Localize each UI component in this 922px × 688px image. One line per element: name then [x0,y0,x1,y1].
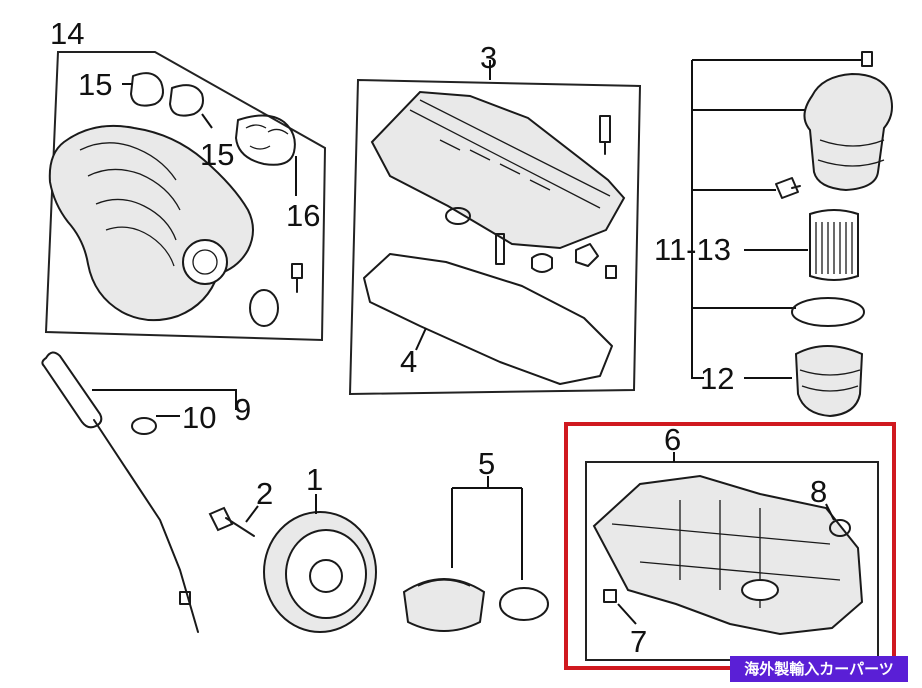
callout-3: 3 [480,40,497,75]
gasket-15b [169,84,204,117]
callout-15a: 15 [78,67,112,102]
oil-filter-group: 11-13 12 [654,51,893,418]
callout-8: 8 [810,474,827,509]
filter-cap [794,345,864,418]
throttle-gasket [249,289,279,327]
filler-cap-seal [499,587,549,621]
cover-grommet [531,253,553,273]
drain-plug [603,589,617,603]
callout-11-13: 11-13 [654,232,731,267]
callout-15b: 15 [200,137,234,172]
leader-4 [415,327,427,351]
callout-14: 14 [50,16,84,51]
housing-ribs [817,139,885,167]
callout-2: 2 [256,476,273,511]
leader-8 [825,503,835,521]
housing-bolt [861,51,873,67]
filter-cap-grip [799,369,861,392]
intake-runners [79,142,181,267]
drain-plug-washer [829,519,851,537]
throttle-bore [192,249,218,275]
pulley-face [285,529,367,619]
filler-cap-group: 5 [402,446,549,632]
gasket-16-ports [245,124,289,150]
leader-15b [201,113,213,129]
callout-16: 16 [286,198,320,233]
callout-12: 12 [700,361,734,396]
throttle-body [182,239,228,285]
drain-boss [741,579,779,601]
callout-9: 9 [234,392,251,427]
dipstick-group: 10 9 [41,351,251,633]
intake-manifold-box [44,51,327,342]
pulley-hub [309,559,343,593]
crank-pulley-group: 1 [263,462,377,633]
valve-cover-group: 3 4 [348,40,642,396]
leader-9 [92,389,237,410]
dipstick-tube [93,419,199,633]
crank-bolt-head [208,506,234,532]
pressure-sensor [775,177,801,199]
filter-pleats [815,222,853,274]
crank-bolt-group: 2 [208,476,273,537]
callout-1: 1 [306,462,323,497]
filter-o-ring [791,297,865,327]
oil-filter-housing [803,72,893,192]
cover-bracket [575,243,599,267]
callout-7: 7 [630,624,647,659]
valve-cover-box [348,78,642,396]
bracket-11-13 [691,60,704,379]
oil-pan-ribs [611,500,841,608]
callout-4: 4 [400,344,417,379]
bracket-5 [451,476,523,580]
valve-cover-gasket [363,253,613,385]
gasket-15a [130,72,164,107]
intake-manifold-group: 14 15 15 16 [44,16,327,342]
pcv-valve [599,115,611,155]
leader-2 [245,505,259,523]
dipstick-handle [41,351,103,429]
oil-pan [592,474,864,636]
gasket-16 [235,114,296,166]
callout-5: 5 [478,446,495,481]
dipstick-o-ring [131,417,157,435]
valve-cover-ribs [409,99,611,209]
callout-10: 10 [182,400,216,435]
oil-filler-cap [402,578,486,632]
cover-bolt [605,265,617,279]
leader-7 [617,603,637,625]
valve-cover [370,90,626,250]
manifold-bolt [291,263,303,293]
watermark-badge: 海外製輸入カーパーツ [730,656,908,682]
cover-stud [495,233,505,265]
cover-seal [445,207,471,225]
dipstick-clip [179,591,191,605]
filler-cap-grip [417,579,471,587]
oil-pan-group: 6 7 8 [564,422,896,670]
crank-bolt-shank [225,517,255,537]
callout-6: 6 [664,422,681,457]
